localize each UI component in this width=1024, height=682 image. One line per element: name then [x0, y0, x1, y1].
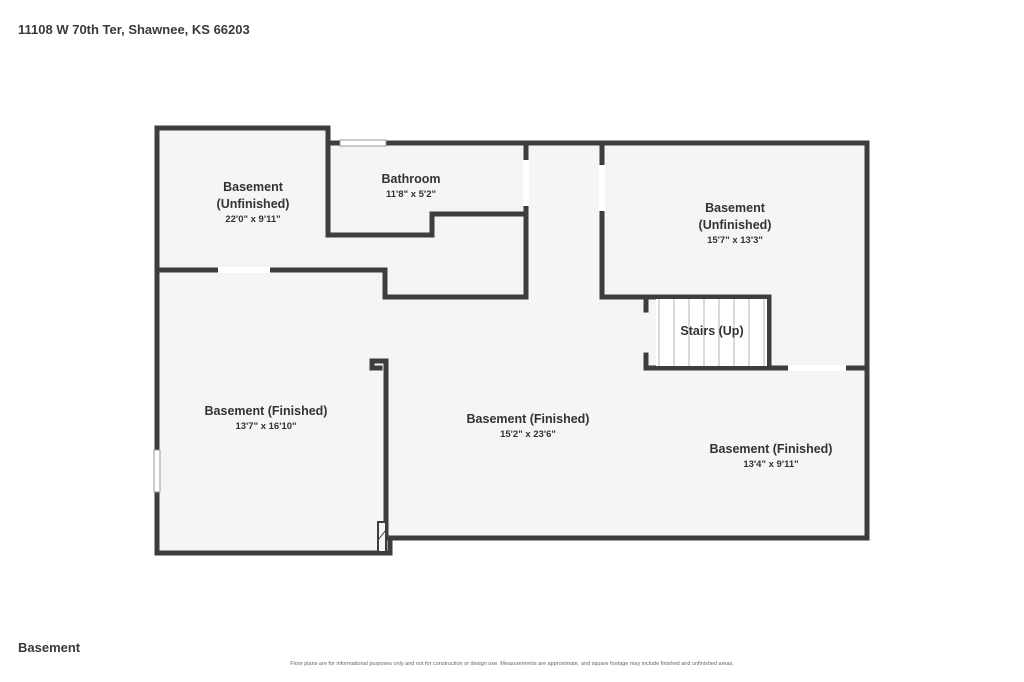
wall-right-room-left	[599, 140, 772, 371]
room-dimensions: 15'7" x 13'3"	[707, 235, 763, 246]
room-name: Basement (Finished)	[204, 404, 328, 418]
door-right-room	[599, 165, 605, 211]
door-bathroom-right	[523, 160, 529, 206]
room-name: Basement (Unfinished)	[216, 180, 290, 211]
floor-level-label: Basement	[18, 640, 81, 655]
property-address: 11108 W 70th Ter, Shawnee, KS 66203	[18, 22, 250, 37]
door-left-room-bottom	[218, 267, 270, 273]
room-dimensions: 22'0" x 9'11"	[225, 214, 281, 225]
stairs	[644, 298, 767, 366]
room-label-right-unfinished: Basement (Unfinished) 15'7" x 13'3"	[699, 200, 772, 248]
wall-bathroom-right	[154, 140, 529, 300]
room-label-left-finished: Basement (Finished) 13'7" x 16'10"	[205, 403, 328, 434]
room-name: Basement (Finished)	[709, 442, 833, 456]
room-dimensions: 13'4" x 9'11"	[743, 459, 799, 470]
room-label-right-finished: Basement (Finished) 13'4" x 9'11"	[710, 441, 833, 472]
window-bathroom-top	[339, 139, 387, 147]
room-name: Basement (Finished)	[466, 412, 590, 426]
room-name: Basement (Unfinished)	[698, 201, 772, 232]
disclaimer-text: Floor plans are for informational purpos…	[290, 661, 734, 667]
wall-bathroom-left	[325, 140, 529, 238]
room-name: Bathroom	[381, 172, 441, 186]
walls	[154, 125, 870, 556]
room-label-center-finished: Basement (Finished) 15'2" x 23'6"	[467, 411, 590, 442]
closet-door-hatch	[377, 529, 387, 541]
room-dimensions: 15'2" x 23'6"	[500, 429, 556, 440]
wall-finished-stub	[369, 358, 383, 371]
door-right-bottom	[788, 365, 846, 371]
closet-door-marker	[377, 521, 387, 553]
window-left-wall	[153, 449, 161, 493]
room-name: Stairs (Up)	[680, 324, 744, 338]
room-label-left-unfinished: Basement (Unfinished) 22'0" x 9'11"	[217, 179, 290, 227]
room-label-bathroom: Bathroom 11'8" x 5'2"	[381, 171, 440, 202]
room-dimensions: 13'7" x 16'10"	[235, 421, 297, 432]
openings	[153, 139, 846, 553]
room-dimensions: 11'8" x 5'2"	[386, 189, 436, 200]
exterior-wall	[154, 125, 870, 556]
room-label-stairs: Stairs (Up)	[680, 323, 743, 340]
wall-finished-divider	[369, 358, 389, 541]
